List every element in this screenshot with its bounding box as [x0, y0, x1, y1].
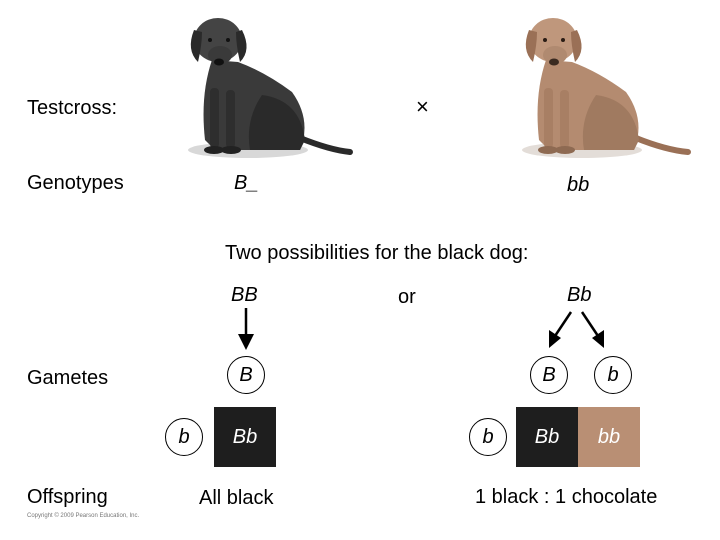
right-case-genotype: Bb [567, 284, 592, 306]
left-gamete-circle: B [227, 356, 265, 394]
offspring-label: Offspring [27, 486, 108, 508]
right-offspring-black-box: Bb [516, 407, 578, 467]
left-case-genotype: BB [231, 284, 258, 306]
arrow-bb-to-b-gamete [580, 311, 604, 348]
copyright-notice: Copyright © 2009 Pearson Education, Inc. [27, 513, 140, 519]
left-tester-gamete-circle: b [165, 418, 203, 456]
cross-symbol: × [416, 94, 429, 119]
genotypes-label: Genotypes [27, 172, 124, 194]
arrow-bb-to-B-gamete [549, 311, 573, 348]
right-gamete-B-circle: B [530, 356, 568, 394]
left-result: All black [199, 487, 274, 509]
testcross-label: Testcross: [27, 97, 118, 119]
chocolate-dog-genotype: bb [567, 174, 590, 196]
right-offspring-chocolate-box: bb [578, 407, 640, 467]
right-result: 1 black : 1 chocolate [475, 486, 658, 508]
possibilities-title: Two possibilities for the black dog: [225, 242, 529, 264]
right-gamete-b-circle: b [594, 356, 632, 394]
left-offspring-box: Bb [214, 407, 276, 467]
black-dog-genotype: B_ [234, 172, 259, 194]
arrow-bb-to-gamete [238, 308, 254, 350]
gametes-label: Gametes [27, 367, 109, 389]
chocolate-dog-illustration [522, 18, 691, 158]
black-dog-illustration [188, 18, 353, 158]
or-text: or [398, 286, 416, 308]
right-tester-gamete-circle: b [469, 418, 507, 456]
